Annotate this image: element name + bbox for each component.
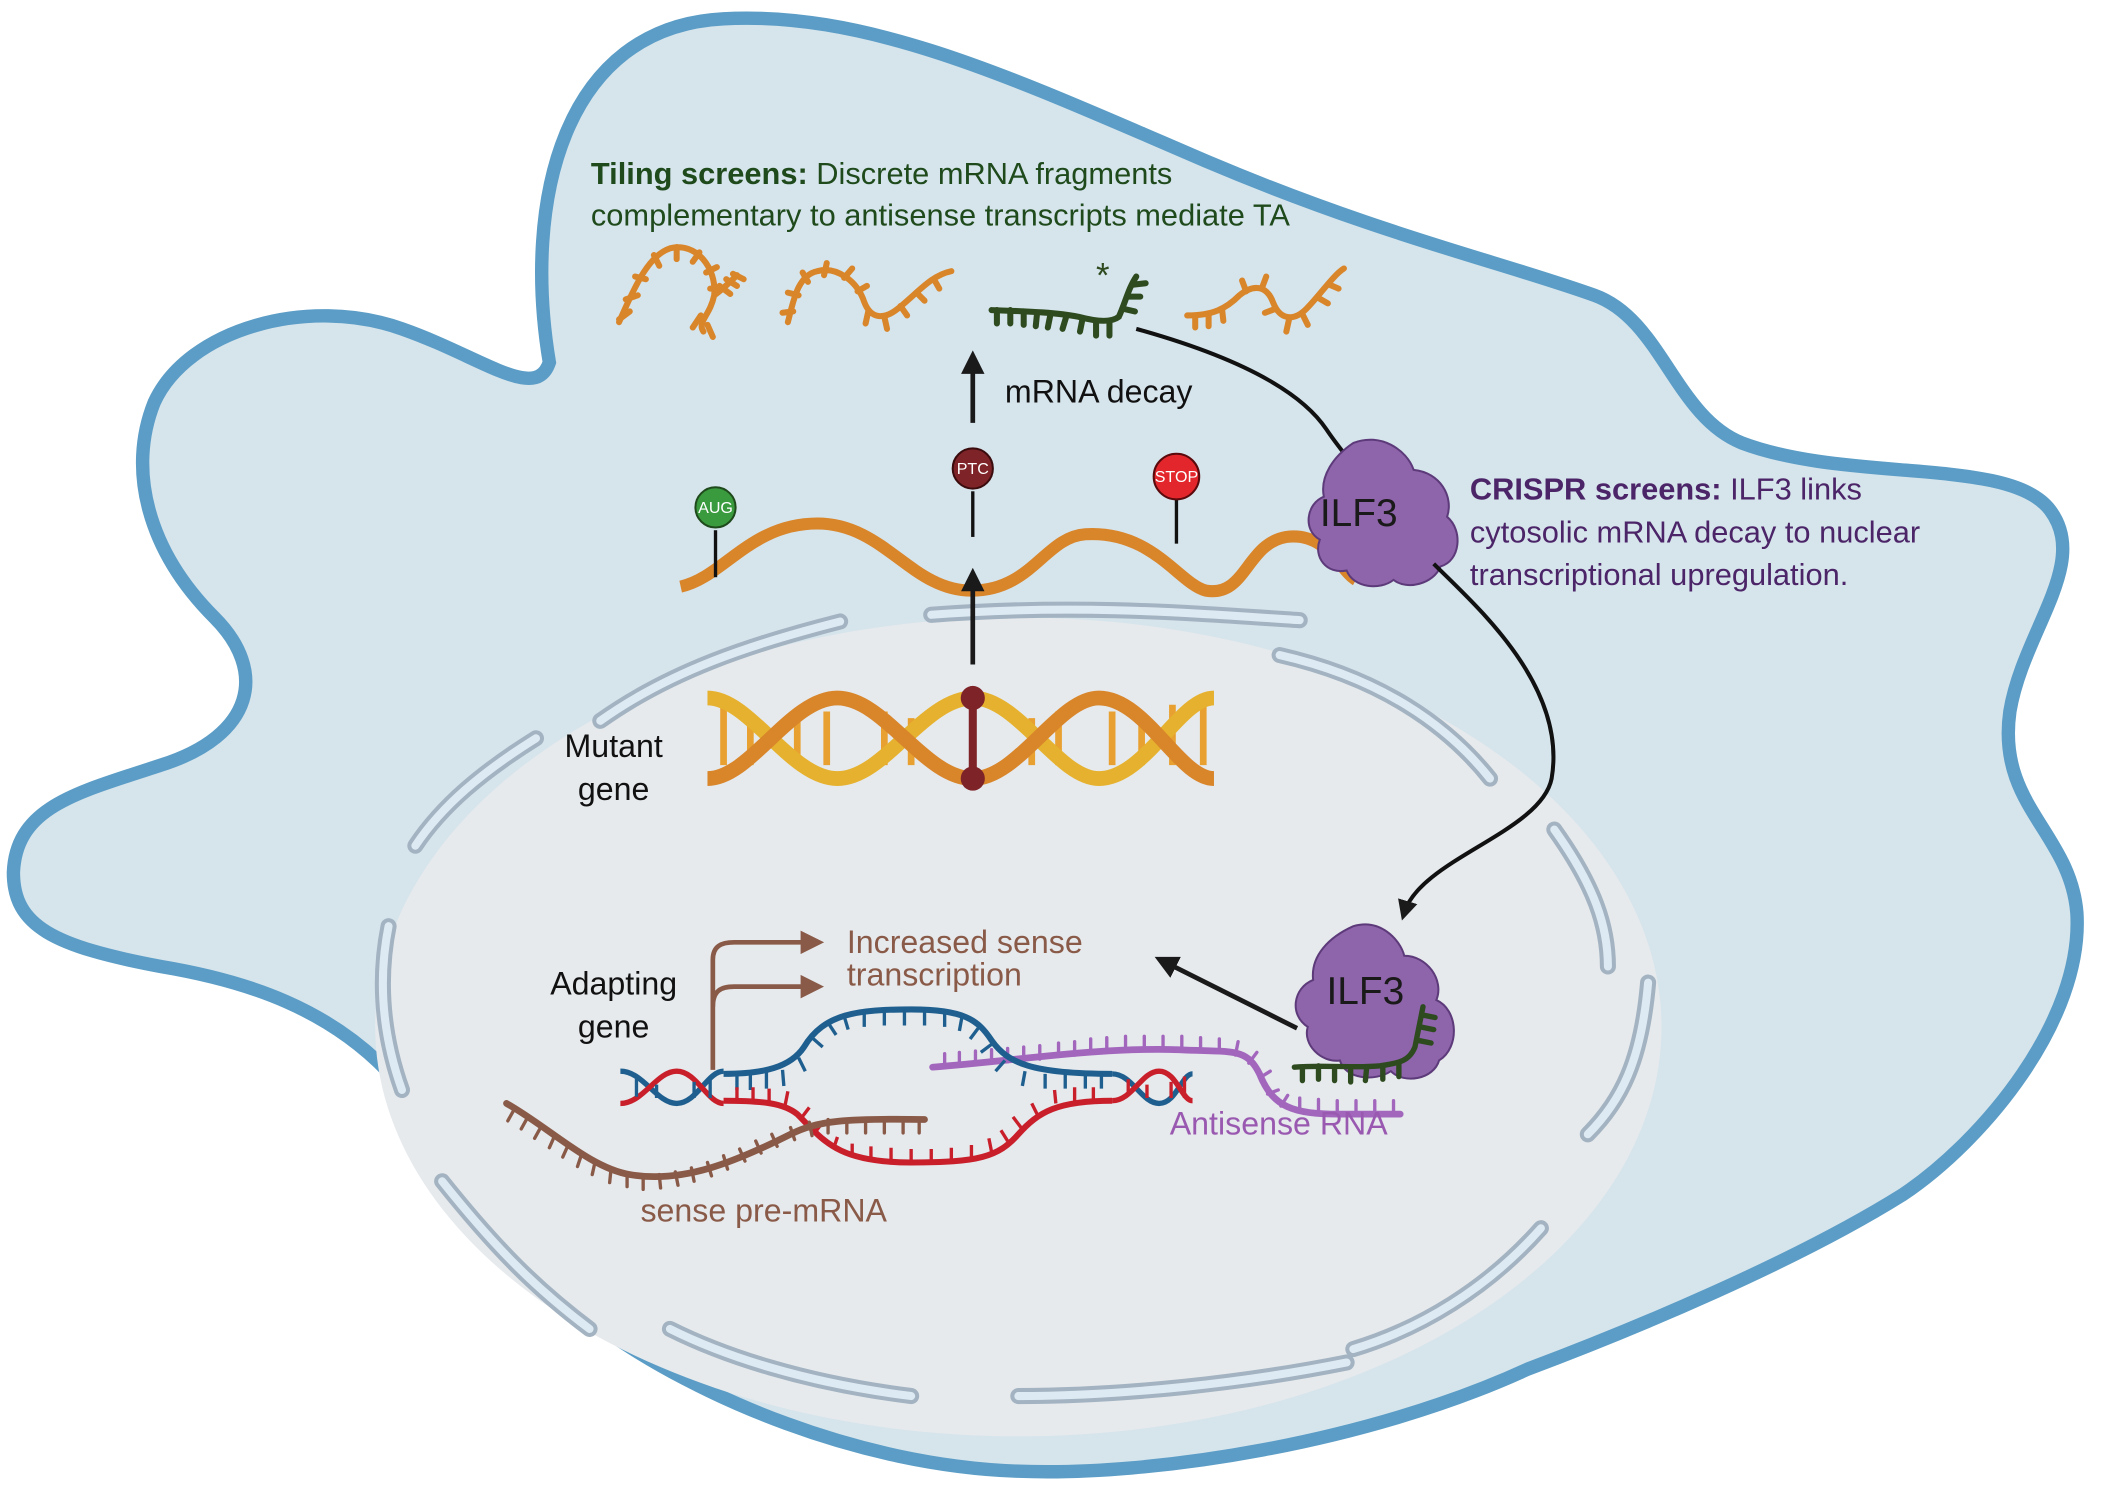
codon-ptc: PTC — [951, 447, 994, 537]
mutant-gene-label-line1: Mutant — [565, 728, 663, 764]
stop-label: STOP — [1155, 468, 1198, 486]
increased-transcription-line1: Increased sense — [847, 924, 1083, 960]
mrna-decay-label: mRNA decay — [1005, 374, 1193, 410]
crispr-screens-line1-text: ILF3 links — [1722, 471, 1862, 506]
fragment-asterisk: * — [1096, 256, 1110, 295]
mrna-fragments — [616, 243, 1347, 340]
stop-badge — [1152, 452, 1201, 501]
aug-badge — [694, 486, 737, 529]
codon-aug: AUG — [694, 486, 737, 578]
bound-targeting-fragment — [1291, 1004, 1438, 1085]
transcription-arrow-lower — [710, 974, 825, 1007]
adapting-gene-label-line1: Adapting — [550, 966, 677, 1002]
mature-mrna — [679, 517, 1360, 598]
crispr-screens-line2: cytosolic mRNA decay to nuclear — [1470, 514, 1920, 549]
crispr-screens-bold-label: CRISPR screens: — [1470, 471, 1722, 506]
increased-transcription-line2: transcription — [847, 956, 1022, 992]
aug-label: AUG — [698, 499, 733, 517]
ilf3-translocation-arrow — [1398, 562, 1556, 921]
sense-pre-mrna — [503, 1100, 928, 1191]
tiling-screens-bold-label: Tiling screens: — [591, 156, 808, 191]
mutant-gene-dna — [706, 685, 1216, 791]
adapting-gene-dna — [620, 1006, 1194, 1166]
crispr-screens-line3: transcriptional upregulation. — [1470, 557, 1848, 592]
crispr-screens-line1: CRISPR screens: ILF3 links — [1470, 471, 1862, 506]
tiling-screens-line1-text: Discrete mRNA fragments — [808, 156, 1173, 191]
ilf3-cytosolic-label: ILF3 — [1320, 492, 1398, 535]
antisense-rna-label: Antisense RNA — [1170, 1105, 1388, 1141]
antisense-targeting-fragment — [988, 273, 1149, 339]
ptc-label: PTC — [957, 460, 989, 478]
transcription-arrow-upper — [710, 930, 825, 1070]
ptc-badge — [951, 447, 994, 490]
codon-stop: STOP — [1152, 452, 1201, 544]
increased-transcription-arrows — [710, 930, 825, 1070]
mrna-fragment-2 — [779, 260, 955, 332]
mrna-fragment-1 — [616, 243, 747, 340]
sense-pre-mrna-label: sense pre-mRNA — [640, 1193, 887, 1229]
nuclear-envelope — [374, 601, 1657, 1405]
tiling-screens-line2: complementary to antisense transcripts m… — [591, 197, 1290, 232]
nucleus — [375, 617, 1662, 1437]
ilf3-activation-arrow — [1154, 956, 1299, 1031]
mutant-gene-label-line2: gene — [578, 771, 650, 807]
adapting-gene-label-line2: gene — [578, 1009, 650, 1045]
antisense-rna — [929, 1034, 1404, 1118]
ilf3-cytosolic: ILF3 — [1307, 438, 1459, 588]
mrna-fragment-4 — [1184, 265, 1347, 335]
ilf3-nuclear-label: ILF3 — [1327, 970, 1405, 1013]
tiling-screens-line1: Tiling screens: Discrete mRNA fragments — [591, 156, 1172, 191]
